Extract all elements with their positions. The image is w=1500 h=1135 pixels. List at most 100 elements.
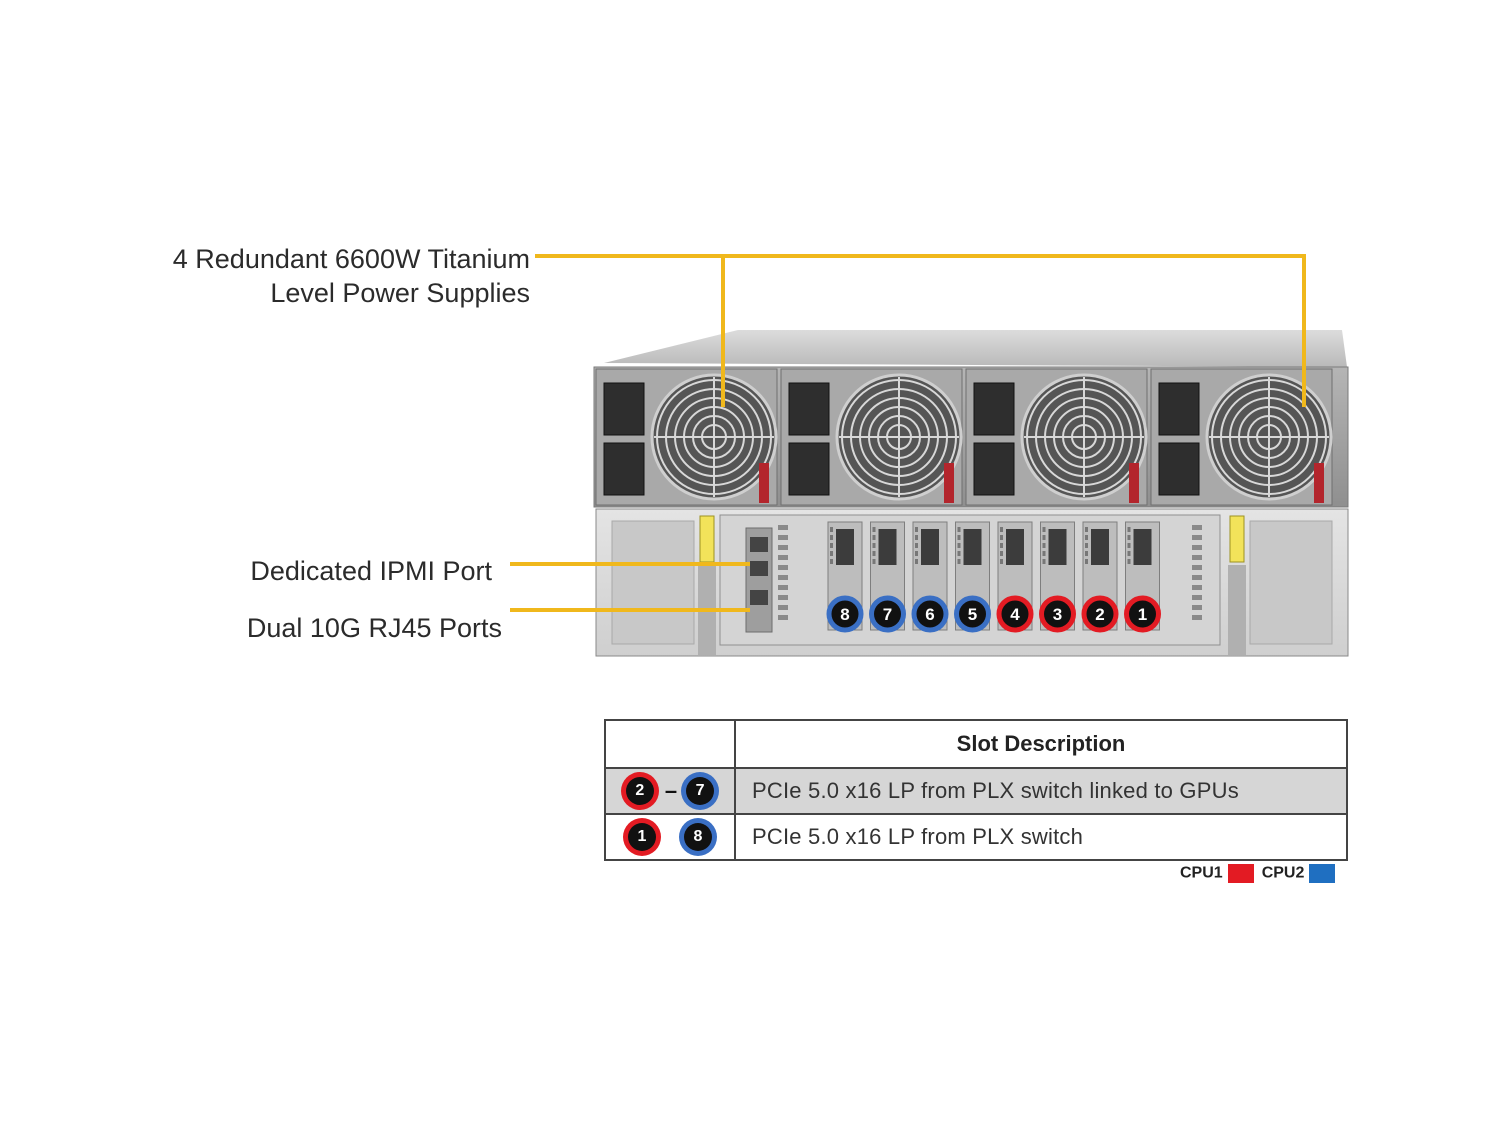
pcie-slot: 7: [869, 521, 906, 633]
slot-description: PCIe 5.0 x16 LP from PLX switch linked t…: [734, 767, 1348, 815]
right-yellow-latch: [1229, 515, 1245, 563]
psu-release-tab: [1129, 463, 1139, 503]
psu-release-tab: [944, 463, 954, 503]
slot-vent: [830, 543, 833, 548]
slot-vent: [1000, 535, 1003, 540]
slot-opening: [921, 529, 939, 565]
slot-number-label: 8: [840, 605, 849, 624]
slot-vent: [1042, 551, 1046, 556]
vent-slot: [1192, 595, 1202, 600]
slot-badges-cell: 2–7: [604, 767, 736, 815]
slot-vent: [1042, 543, 1046, 548]
slot-vent: [1000, 559, 1003, 564]
slot-vent: [830, 527, 833, 532]
slot-vent: [915, 559, 918, 564]
power-inlet: [1158, 382, 1200, 436]
slot-vent: [957, 551, 961, 556]
vent-slot: [778, 585, 788, 590]
power-supply-unit: [780, 368, 963, 506]
legend-cpu2-swatch: [1309, 864, 1336, 883]
slot-number-label: 6: [925, 605, 934, 624]
slot-vent: [1000, 543, 1003, 548]
psu-group: [595, 368, 1333, 506]
slot-opening: [1091, 529, 1109, 565]
power-inlet: [788, 442, 830, 496]
slot-number-label: 4: [1010, 605, 1020, 624]
slot-vent: [1042, 535, 1046, 540]
right-blank-panel: [1249, 520, 1333, 645]
power-inlet: [1158, 442, 1200, 496]
power-supply-unit: [595, 368, 778, 506]
slot-badge-cpu2: 7: [686, 777, 715, 806]
vent-slot: [1192, 525, 1202, 530]
psu-callout-line2: Level Power Supplies: [270, 278, 530, 308]
slot-vent: [915, 527, 918, 532]
table-header-title: Slot Description: [734, 719, 1348, 769]
slot-vent: [830, 559, 833, 564]
right-handle: [1228, 565, 1246, 655]
slot-number-label: 5: [968, 605, 977, 624]
slot-vent: [830, 535, 833, 540]
left-blank-panel: [611, 520, 695, 645]
slot-vent: [1042, 559, 1046, 564]
slot-vent: [1127, 543, 1131, 548]
slot-opening: [1006, 529, 1024, 565]
table-header-row: Slot Description: [604, 719, 1348, 769]
slot-vent: [1085, 559, 1088, 564]
legend-cpu1-swatch: [1227, 864, 1254, 883]
table-row: 2–7 PCIe 5.0 x16 LP from PLX switch link…: [604, 767, 1348, 815]
pcie-slot: 3: [1039, 521, 1076, 633]
slot-vent: [915, 551, 918, 556]
slot-number-label: 3: [1053, 605, 1062, 624]
psu-release-tab: [759, 463, 769, 503]
vent-slot: [1192, 545, 1202, 550]
pcie-slot: 4: [996, 521, 1034, 633]
ipmi-port: [750, 537, 768, 552]
vent-slot: [1192, 615, 1202, 620]
slot-vent: [872, 535, 876, 540]
vent-grill: [778, 525, 1202, 620]
slot-number-label: 1: [1138, 605, 1147, 624]
slot-opening: [1133, 529, 1152, 565]
vent-slot: [1192, 555, 1202, 560]
power-inlet: [603, 442, 645, 496]
vent-slot: [1192, 585, 1202, 590]
slot-vent: [872, 543, 876, 548]
slot-description: PCIe 5.0 x16 LP from PLX switch: [734, 813, 1348, 861]
slot-vent: [1085, 551, 1088, 556]
pcie-slot: 1: [1124, 521, 1161, 633]
psu-release-tab: [1314, 463, 1324, 503]
vent-slot: [1192, 535, 1202, 540]
slot-vent: [957, 559, 961, 564]
power-inlet: [973, 382, 1015, 436]
slot-opening: [836, 529, 854, 565]
slot-badge-cpu2: 8: [684, 823, 712, 852]
psu-callout-label: 4 Redundant 6600W Titanium Level Power S…: [100, 242, 530, 310]
slot-vent: [1000, 527, 1003, 532]
slot-badge-cpu1: 1: [628, 823, 656, 852]
slot-vent: [1085, 543, 1088, 548]
slot-vent: [830, 551, 833, 556]
slot-vent: [957, 527, 961, 532]
legend-cpu1-label: CPU1: [1180, 864, 1223, 882]
ipmi-callout-label: Dedicated IPMI Port: [250, 556, 492, 586]
chassis-top-lid: [604, 330, 1347, 367]
vent-slot: [778, 535, 788, 540]
slot-number-badge: [996, 595, 1034, 633]
rj45-callout-label: Dual 10G RJ45 Ports: [246, 613, 502, 643]
slot-description-table: Slot Description 2–7 PCIe 5.0 x16 LP fro…: [604, 719, 1348, 861]
pcie-slot: 8: [826, 521, 864, 633]
slot-number-badge: [1039, 595, 1076, 633]
slot-vent: [872, 559, 876, 564]
slot-vent: [957, 535, 961, 540]
vent-slot: [1192, 575, 1202, 580]
slot-vent: [1127, 527, 1131, 532]
slot-number-label: 7: [883, 605, 892, 624]
slot-number-badge: [1124, 595, 1161, 633]
vent-slot: [778, 615, 788, 620]
slot-vent: [1127, 551, 1131, 556]
